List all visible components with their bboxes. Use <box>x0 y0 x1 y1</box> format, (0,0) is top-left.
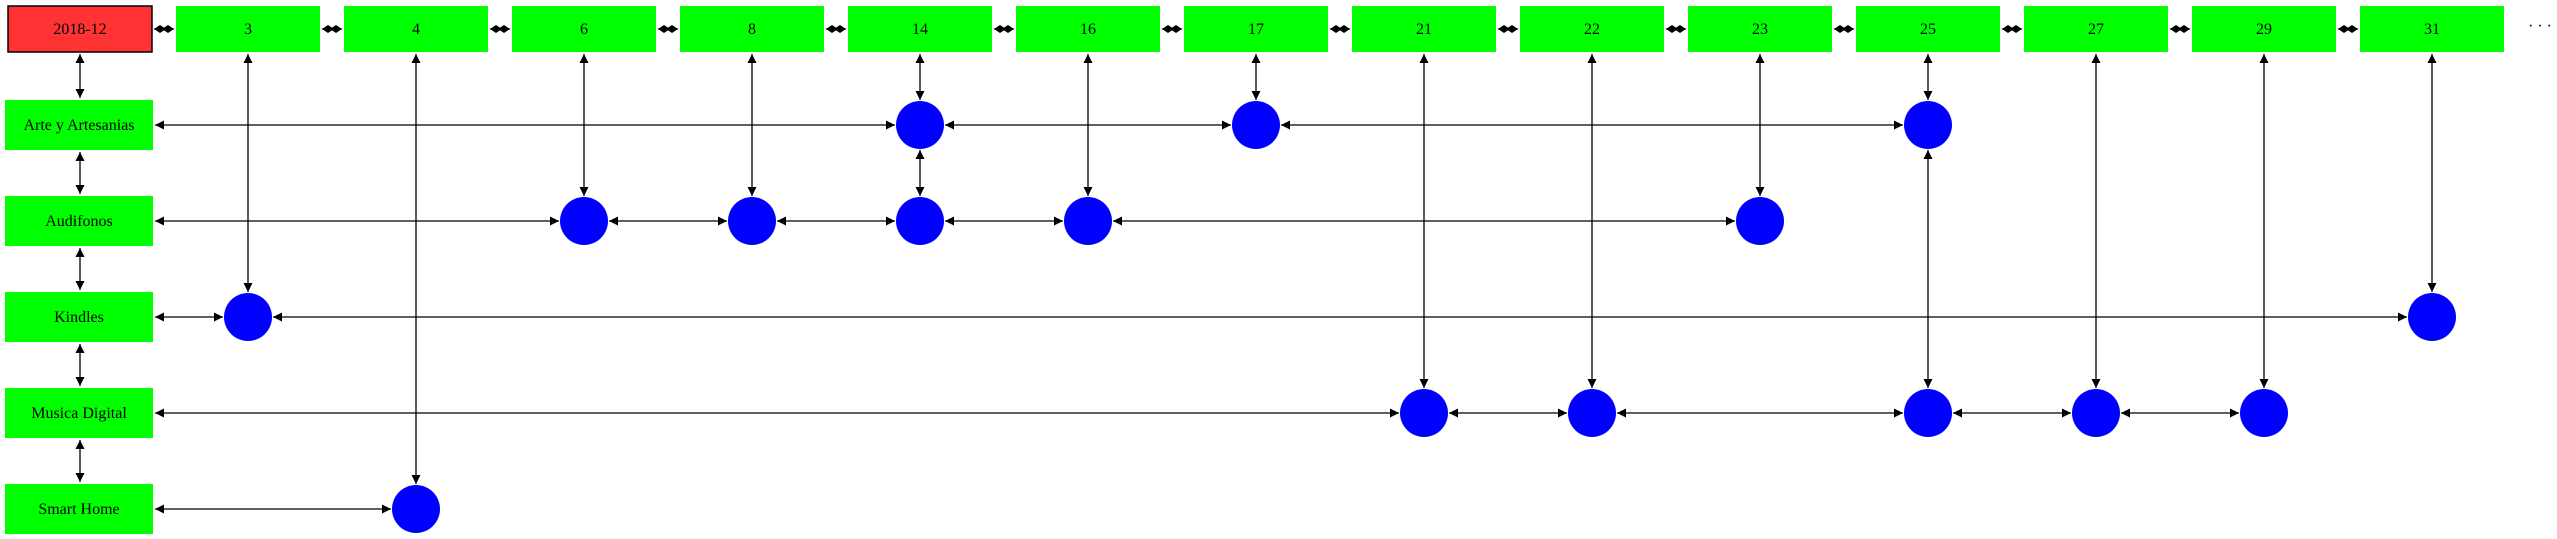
day-box-31-rect <box>2360 6 2504 52</box>
day-box-23-label: 23 <box>1752 21 1768 38</box>
node-layer <box>224 101 2456 533</box>
edge-layer <box>75 25 2437 514</box>
event-node-musica-digital-29 <box>2240 389 2288 437</box>
day-box-23: 23 <box>1688 6 1832 52</box>
day-box-16-rect <box>1016 6 1160 52</box>
event-node-musica-digital-25 <box>1904 389 1952 437</box>
day-box-17-rect <box>1184 6 1328 52</box>
day-box-17: 17 <box>1184 6 1328 52</box>
event-node-smart-home-4 <box>392 485 440 533</box>
day-box-21-rect <box>1352 6 1496 52</box>
category-box-kindles-rect <box>5 292 153 342</box>
day-box-14-label: 14 <box>912 21 928 38</box>
event-node-audifonos-23 <box>1736 197 1784 245</box>
event-node-musica-digital-21 <box>1400 389 1448 437</box>
month-box-rect <box>7 5 153 53</box>
category-box-musica-digital-label: Musica Digital <box>31 405 127 422</box>
day-box-22-label: 22 <box>1584 21 1600 38</box>
day-box-8-label: 8 <box>748 21 756 38</box>
day-box-22-rect <box>1520 6 1664 52</box>
day-box-14-rect <box>848 6 992 52</box>
category-box-audifonos-rect <box>5 196 153 246</box>
day-box-25-label: 25 <box>1920 21 1936 38</box>
event-node-arte-y-artesanias-14 <box>896 101 944 149</box>
day-box-4-label: 4 <box>412 21 420 38</box>
ellipsis-text: · · · <box>2528 18 2552 35</box>
event-node-audifonos-16 <box>1064 197 1112 245</box>
day-box-29: 29 <box>2192 6 2336 52</box>
event-node-kindles-31 <box>2408 293 2456 341</box>
category-box-smart-home: Smart Home <box>5 484 153 534</box>
day-box-3: 3 <box>176 6 320 52</box>
event-node-kindles-3 <box>224 293 272 341</box>
category-box-arte-y-artesanias: Arte y Artesanias <box>5 100 153 150</box>
day-box-4: 4 <box>344 6 488 52</box>
month-box: 2018-12 <box>7 5 153 53</box>
category-box-arte-y-artesanias-label: Arte y Artesanias <box>23 117 134 134</box>
event-node-musica-digital-27 <box>2072 389 2120 437</box>
event-node-musica-digital-22 <box>1568 389 1616 437</box>
day-box-17-label: 17 <box>1248 21 1264 38</box>
day-box-21-label: 21 <box>1416 21 1432 38</box>
day-box-27-label: 27 <box>2088 21 2104 38</box>
day-box-3-rect <box>176 6 320 52</box>
day-box-6: 6 <box>512 6 656 52</box>
day-box-21: 21 <box>1352 6 1496 52</box>
category-box-smart-home-rect <box>5 484 153 534</box>
day-box-8: 8 <box>680 6 824 52</box>
category-box-musica-digital-rect <box>5 388 153 438</box>
day-box-8-rect <box>680 6 824 52</box>
category-box-audifonos: Audifonos <box>5 196 153 246</box>
day-box-22: 22 <box>1520 6 1664 52</box>
category-box-kindles: Kindles <box>5 292 153 342</box>
category-box-kindles-label: Kindles <box>54 309 104 326</box>
day-box-16: 16 <box>1016 6 1160 52</box>
event-node-arte-y-artesanias-25 <box>1904 101 1952 149</box>
day-box-14: 14 <box>848 6 992 52</box>
category-box-arte-y-artesanias-rect <box>5 100 153 150</box>
day-box-6-rect <box>512 6 656 52</box>
day-box-6-label: 6 <box>580 21 588 38</box>
day-box-31-label: 31 <box>2424 21 2440 38</box>
event-node-arte-y-artesanias-17 <box>1232 101 1280 149</box>
day-box-25-rect <box>1856 6 2000 52</box>
day-box-29-label: 29 <box>2256 21 2272 38</box>
category-box-smart-home-label: Smart Home <box>38 501 119 518</box>
month-box-label: 2018-12 <box>53 21 106 38</box>
category-box-musica-digital: Musica Digital <box>5 388 153 438</box>
day-box-4-rect <box>344 6 488 52</box>
category-box-audifonos-label: Audifonos <box>45 213 113 230</box>
day-box-27-rect <box>2024 6 2168 52</box>
day-box-25: 25 <box>1856 6 2000 52</box>
day-box-27: 27 <box>2024 6 2168 52</box>
event-node-audifonos-14 <box>896 197 944 245</box>
day-box-3-label: 3 <box>244 21 252 38</box>
day-box-16-label: 16 <box>1080 21 1096 38</box>
event-node-audifonos-6 <box>560 197 608 245</box>
day-box-29-rect <box>2192 6 2336 52</box>
day-box-23-rect <box>1688 6 1832 52</box>
event-node-audifonos-8 <box>728 197 776 245</box>
day-box-31: 31 <box>2360 6 2504 52</box>
